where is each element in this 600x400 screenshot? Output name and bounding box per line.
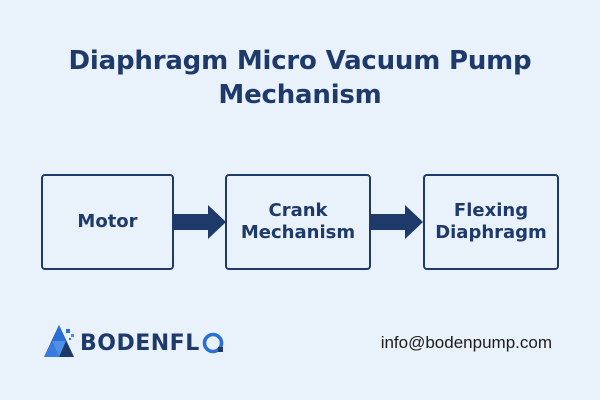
node-crank-label-line-1: Crank (268, 200, 328, 221)
node-diaphragm-label-line-2: Diaphragm (435, 222, 547, 243)
logo-wordmark: BODENFL (80, 330, 200, 356)
node-motor-label: Motor (77, 211, 138, 232)
contact-email: info@bodenpump.com (380, 333, 552, 352)
title-line-1: Diaphragm Micro Vacuum Pump (68, 46, 532, 76)
arrow-crank-to-diaphragm (369, 205, 423, 239)
node-crank-mechanism: Crank Mechanism (225, 174, 371, 270)
title-line-2: Mechanism (218, 80, 382, 110)
arrow-motor-to-crank (172, 205, 226, 239)
node-flexing-diaphragm: Flexing Diaphragm (423, 174, 559, 270)
node-crank-label-line-2: Mechanism (240, 222, 356, 243)
triangle-gem-icon (44, 325, 74, 357)
page-title: Diaphragm Micro Vacuum Pump Mechanism (0, 44, 600, 112)
logo-o-icon (202, 332, 224, 354)
bodenflo-logo: BODENFL (42, 321, 227, 365)
node-diaphragm-label-line-1: Flexing (453, 200, 529, 221)
node-motor: Motor (41, 174, 174, 270)
